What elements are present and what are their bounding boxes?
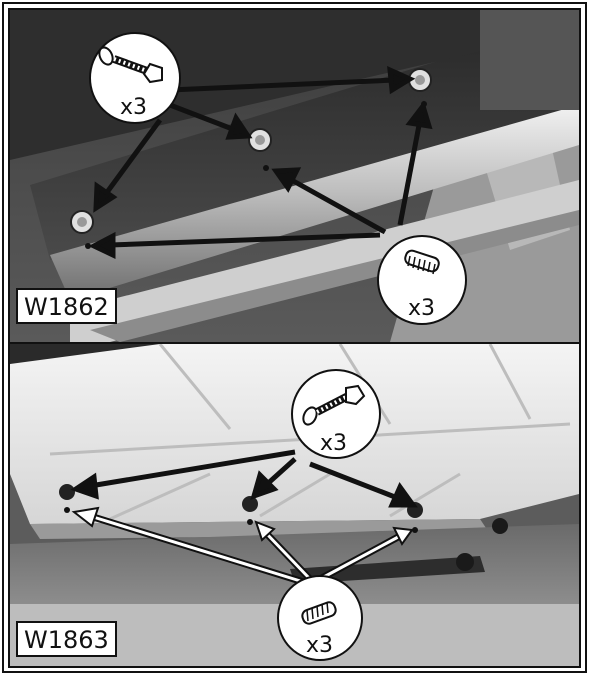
- setscrew-hole-2: [247, 519, 253, 525]
- figure-id-label: W1862: [16, 288, 117, 324]
- setscrew-quantity-label: x3: [306, 633, 333, 658]
- bolt-head-1: [59, 484, 75, 500]
- photo-panel-w1862: x3 x3 W1862: [10, 10, 579, 342]
- photo-w1862: x3 x3: [10, 10, 579, 342]
- panel-divider: [10, 342, 579, 344]
- adjust-knob: [492, 518, 508, 534]
- handle-knob: [456, 553, 474, 571]
- setscrew-hole-2: [263, 165, 269, 171]
- bolt-head-2: [248, 128, 272, 152]
- set-screw-icon: [404, 249, 440, 275]
- hex-bolt-with-washer-icon: [302, 384, 366, 426]
- bolt-callout-w1862: x3: [89, 32, 181, 124]
- figure-id-label: W1863: [16, 621, 117, 657]
- hex-bolt-with-washer-icon: [98, 46, 163, 84]
- set-screw-icon: [301, 601, 337, 625]
- setscrew-hole-3: [412, 527, 418, 533]
- table-underside: [10, 344, 579, 524]
- mounting-bar: [30, 30, 579, 260]
- photo-panel-w1863: x3 x3 W1863: [10, 344, 579, 666]
- handle-bar: [290, 556, 485, 584]
- bolt-arrows: [93, 65, 416, 213]
- setscrew-quantity-label: x3: [408, 296, 435, 321]
- end-bracket: [480, 10, 579, 110]
- photo-w1863: x3 x3: [10, 344, 579, 666]
- setscrew-callout-w1863: x3: [277, 575, 363, 661]
- bolt-quantity-label: x3: [120, 95, 147, 120]
- bolt-head-2: [242, 496, 258, 512]
- setscrew-callout-w1862: x3: [377, 235, 467, 325]
- setscrew-arrows: [88, 100, 433, 259]
- inner-border: x3 x3 W1862: [8, 8, 581, 668]
- setscrew-hole-1: [85, 243, 91, 249]
- bolt-quantity-label: x3: [320, 431, 347, 456]
- setscrew-hole-1: [64, 507, 70, 513]
- lower-rail: [70, 180, 579, 342]
- guide-rail: [50, 105, 579, 300]
- bolt-arrows: [70, 449, 418, 508]
- bolt-callout-w1863: x3: [291, 369, 381, 459]
- setscrew-arrows: [71, 506, 414, 588]
- bolt-head-1: [70, 210, 94, 234]
- lower-rail-shadow: [90, 210, 579, 342]
